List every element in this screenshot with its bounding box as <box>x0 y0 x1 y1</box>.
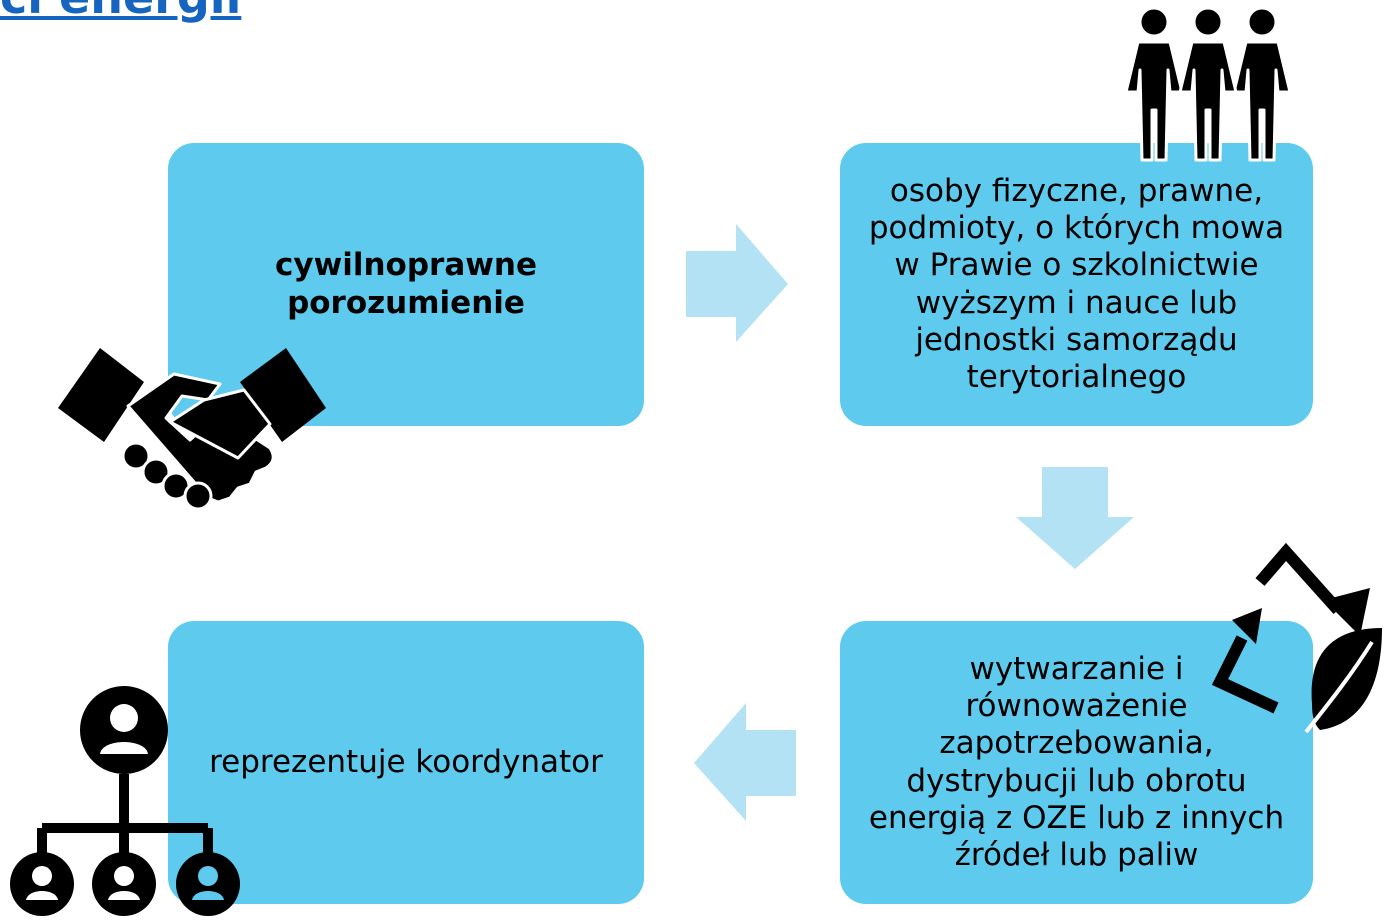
recycle-leaf-icon <box>1211 542 1382 734</box>
member-avatar-icon <box>10 852 74 916</box>
step-text-entities: osoby fizyczne, prawne, podmioty, o któr… <box>868 172 1285 395</box>
people-icon <box>1124 6 1292 162</box>
org-chart-icon <box>10 686 240 916</box>
step-box-energy-activity: wytwarzanie i równoważenie zapotrzebowan… <box>840 621 1313 904</box>
arrow-down-icon <box>1016 467 1134 569</box>
step-box-entities: osoby fizyczne, prawne, podmioty, o któr… <box>840 143 1313 426</box>
arrow-left-icon <box>694 703 796 821</box>
member-avatar-icon <box>176 852 240 916</box>
step-text-energy-activity: wytwarzanie i równoważenie zapotrzebowan… <box>868 650 1285 873</box>
handshake-icon <box>58 348 326 511</box>
step-box-coordinator: reprezentuje koordynator <box>168 621 644 904</box>
step-text-coordinator: reprezentuje koordynator <box>209 743 603 780</box>
step-text-agreement: cywilnoprawne porozumienie <box>275 247 537 321</box>
page-title: ci energii <box>0 0 241 20</box>
coordinator-avatar-icon <box>80 686 168 774</box>
member-avatar-icon <box>92 852 156 916</box>
arrow-right-icon <box>686 224 788 342</box>
